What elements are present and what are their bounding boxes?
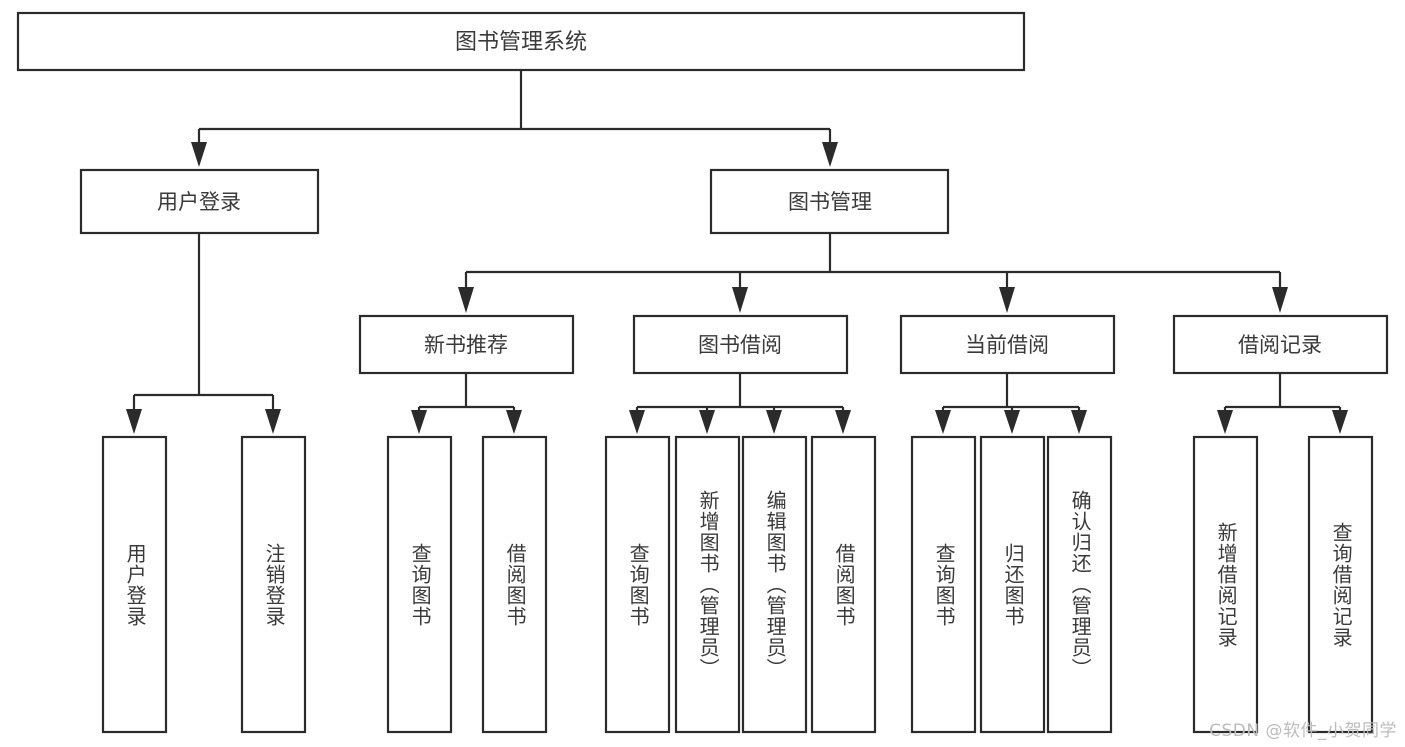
node-root[interactable]: 图书管理系统: [16, 11, 1026, 72]
node-user-login-label: 用户登录: [157, 190, 241, 214]
arrowhead-leaf-query-book-3: [935, 410, 951, 434]
leaf-add-record-box[interactable]: [1192, 435, 1259, 734]
node-book-borrow-box[interactable]: [632, 314, 849, 375]
arrowhead-leaf-confirm-return: [1071, 410, 1087, 434]
node-book-manage[interactable]: 图书管理: [709, 168, 950, 235]
arrowhead-leaf-add-record: [1217, 410, 1233, 434]
leaf-return-book-box[interactable]: [979, 435, 1046, 734]
node-new-book-rec[interactable]: 新书推荐: [358, 314, 575, 375]
node-book-borrow[interactable]: 图书借阅: [632, 314, 849, 375]
node-current-borrow[interactable]: 当前借阅: [899, 314, 1116, 375]
node-new-book-rec-label: 新书推荐: [424, 333, 508, 357]
arrowhead-user-login: [191, 142, 207, 167]
leaf-confirm-return-box[interactable]: [1046, 435, 1113, 734]
node-user-login[interactable]: 用户登录: [79, 168, 320, 235]
arrowhead-leaf-return-book: [1004, 410, 1020, 434]
arrowhead-leaf-borrow-book-2: [835, 410, 851, 434]
leaf-edit-book-admin-box[interactable]: [741, 435, 808, 734]
leaf-query-record-box[interactable]: [1307, 435, 1374, 734]
node-current-borrow-label: 当前借阅: [965, 333, 1049, 357]
leaf-add-book-admin-box[interactable]: [674, 435, 741, 734]
node-root-box[interactable]: [16, 11, 1026, 72]
arrowhead-leaf-query-book-2: [629, 410, 645, 434]
arrowhead-leaf-add-book-admin: [699, 410, 715, 434]
node-book-manage-label: 图书管理: [788, 190, 872, 214]
arrowhead-borrow-record: [1272, 287, 1288, 313]
node-new-book-rec-box[interactable]: [358, 314, 575, 375]
arrowhead-book-manage: [822, 142, 838, 167]
arrowhead-book-borrow: [732, 287, 748, 313]
watermark-text: CSDN @软件_小贺同学: [1209, 721, 1397, 741]
arrowhead-new-book-rec: [458, 287, 474, 313]
arrowhead-leaf-borrow-book-1: [506, 410, 522, 434]
leaf-query-book-2-box[interactable]: [604, 435, 671, 734]
arrowhead-leaf-edit-book-admin: [766, 410, 782, 434]
node-book-manage-box[interactable]: [709, 168, 950, 235]
node-current-borrow-box[interactable]: [899, 314, 1116, 375]
leaf-borrow-book-1-box[interactable]: [481, 435, 548, 734]
arrowhead-leaf-logout: [265, 409, 281, 434]
node-borrow-record-label: 借阅记录: [1238, 333, 1322, 357]
leaf-user-login-box[interactable]: [101, 435, 168, 734]
node-root-label: 图书管理系统: [455, 30, 587, 55]
arrowhead-leaf-query-book-1: [411, 410, 427, 434]
leaf-box-group: [101, 435, 1374, 734]
node-book-borrow-label: 图书借阅: [698, 333, 782, 357]
leaf-logout-box[interactable]: [240, 435, 307, 734]
arrowhead-leaf-user-login: [126, 409, 142, 434]
leaf-borrow-book-2-box[interactable]: [810, 435, 877, 734]
leaf-query-book-3-box[interactable]: [910, 435, 977, 734]
leaf-query-book-1-box[interactable]: [386, 435, 453, 734]
arrowhead-leaf-query-record: [1332, 410, 1348, 434]
arrowhead-current-borrow: [999, 287, 1015, 313]
node-borrow-record[interactable]: 借阅记录: [1172, 314, 1389, 375]
node-borrow-record-box[interactable]: [1172, 314, 1389, 375]
